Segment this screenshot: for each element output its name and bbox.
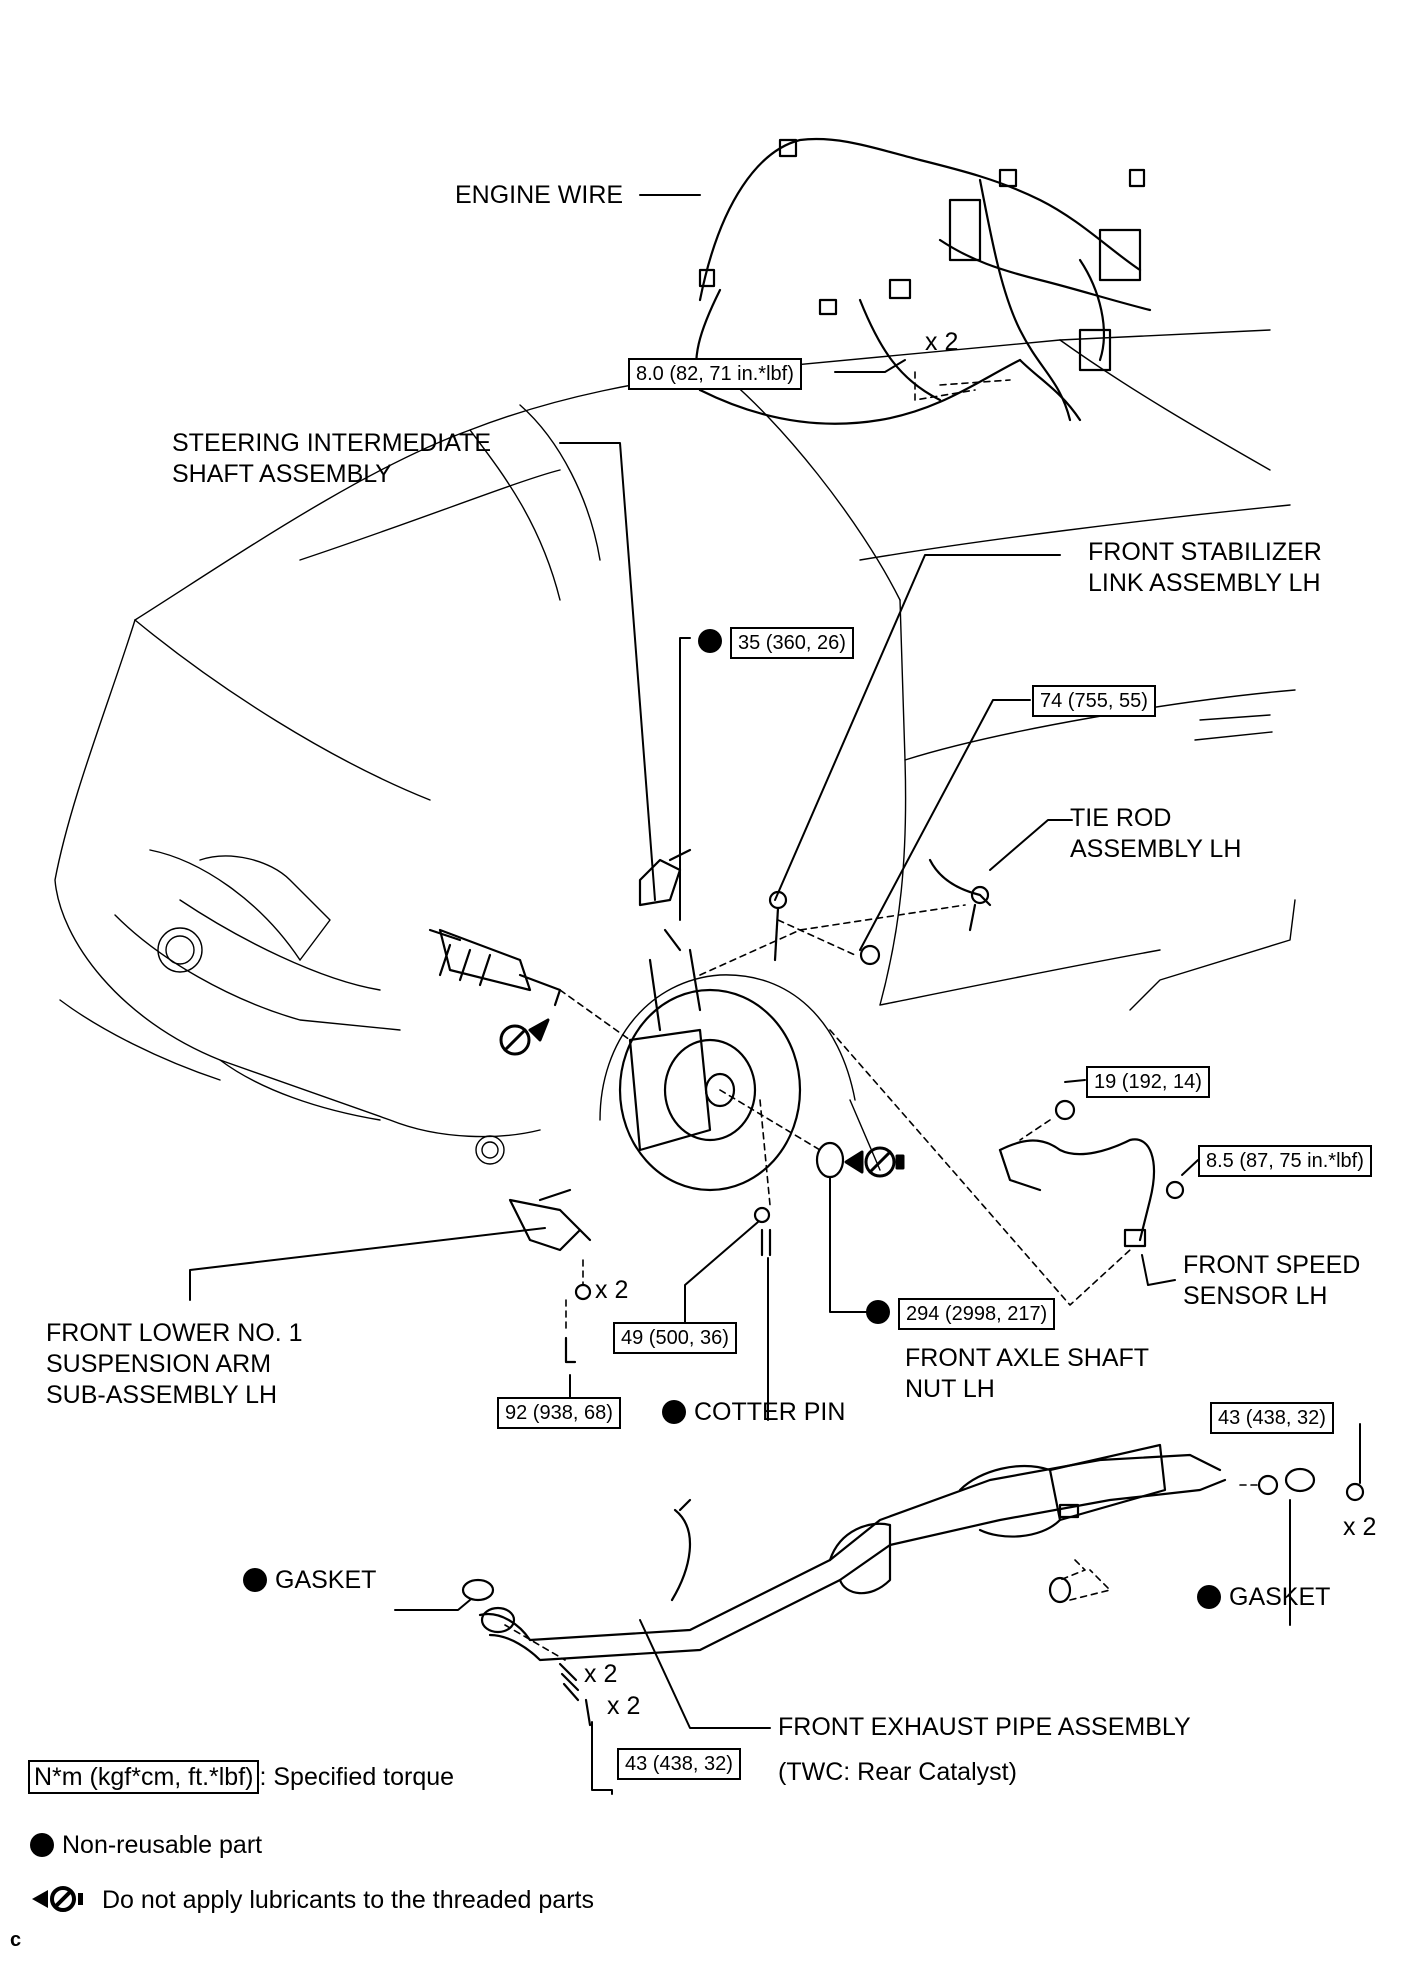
- legend-torque-box: N*m (kgf*cm, ft.*lbf): [28, 1760, 260, 1794]
- non-reusable-icon: [662, 1400, 686, 1424]
- label-front-exhaust-pipe: FRONT EXHAUST PIPE ASSEMBLY: [778, 1713, 1191, 1741]
- no-lubricant-icon: [844, 1146, 905, 1178]
- qty-exhaust-spring: x 2: [584, 1660, 618, 1688]
- engine-wire-harness: [694, 137, 1152, 425]
- label-gasket-right: GASKET: [1197, 1582, 1330, 1613]
- label-front-axle-nut: FRONT AXLE SHAFT NUT LH: [905, 1344, 1150, 1403]
- torque-engine-wire-bolt: 8.0 (82, 71 in.*lbf): [628, 358, 802, 390]
- label-tie-rod: TIE ROD ASSEMBLY LH: [1070, 804, 1242, 863]
- torque-axle-nut-group: 294 (2998, 217): [866, 1297, 1056, 1330]
- legend-non-reusable: Non-reusable part: [30, 1830, 262, 1861]
- torque-steering-shaft-group: 35 (360, 26): [698, 626, 854, 659]
- legend-non-reusable-text: Non-reusable part: [62, 1831, 263, 1859]
- dashed-guides: [504, 371, 1261, 1661]
- tie-rod-part: [928, 858, 992, 932]
- label-engine-wire: ENGINE WIRE: [455, 181, 624, 209]
- label-front-speed-sensor: FRONT SPEED SENSOR LH: [1183, 1251, 1361, 1310]
- label-gasket-left: GASKET: [243, 1565, 376, 1596]
- legend-no-lubricant-text: Do not apply lubricants to the threaded …: [102, 1886, 594, 1914]
- torque-axle-nut: 294 (2998, 217): [898, 1298, 1056, 1330]
- torque-tie-rod-nut: 74 (755, 55): [1032, 685, 1156, 717]
- qty-engine-wire-bolt: x 2: [925, 328, 959, 356]
- torque-ball-joint-nut: 49 (500, 36): [613, 1322, 737, 1354]
- label-cotter-pin: COTTER PIN: [662, 1397, 845, 1428]
- legend-no-lubricant: Do not apply lubricants to the threaded …: [28, 1884, 594, 1916]
- torque-steering-shaft-bolt: 35 (360, 26): [730, 627, 854, 659]
- speed-sensor-part: [998, 1099, 1185, 1248]
- brake-rotor-assembly: [618, 928, 802, 1192]
- non-reusable-icon: [243, 1568, 267, 1592]
- non-reusable-icon: [1197, 1585, 1221, 1609]
- qty-exhaust-bolt: x 2: [607, 1692, 641, 1720]
- stabilizer-link-part: [768, 890, 881, 966]
- label-stabilizer-link: FRONT STABILIZER LINK ASSEMBLY LH: [1088, 538, 1322, 597]
- non-reusable-icon: [866, 1300, 890, 1324]
- non-reusable-icon: [698, 629, 722, 653]
- qty-exhaust-rear-nut: x 2: [1343, 1513, 1377, 1541]
- torque-exhaust-front-bolt: 43 (438, 32): [617, 1748, 741, 1780]
- lower-arm-part: [508, 1188, 592, 1364]
- leader-lines: [189, 194, 1361, 1795]
- gasket-text: GASKET: [275, 1566, 377, 1594]
- label-twc-note: (TWC: Rear Catalyst): [778, 1758, 1017, 1786]
- no-lubricant-icon: [499, 1018, 550, 1056]
- torque-exhaust-rear-nut: 43 (438, 32): [1210, 1402, 1334, 1434]
- cotter-pin-text: COTTER PIN: [694, 1398, 846, 1426]
- legend-torque-desc: : Specified torque: [259, 1763, 455, 1791]
- legend-torque: N*m (kgf*cm, ft.*lbf): Specified torque: [28, 1760, 454, 1794]
- label-front-lower-arm: FRONT LOWER NO. 1 SUSPENSION ARM SUB-ASS…: [46, 1319, 303, 1409]
- label-steering-shaft: STEERING INTERMEDIATE SHAFT ASSEMBLY: [172, 429, 492, 488]
- torque-lower-arm-bolt: 92 (938, 68): [497, 1397, 621, 1429]
- drive-shaft: [428, 928, 562, 1007]
- qty-lower-arm-nut: x 2: [595, 1276, 629, 1304]
- corner-code: c: [10, 1929, 22, 1951]
- non-reusable-icon: [30, 1833, 54, 1857]
- torque-speed-sensor-bracket: 19 (192, 14): [1086, 1066, 1210, 1098]
- no-lubricant-icon: [32, 1886, 83, 1912]
- gasket-text: GASKET: [1229, 1583, 1331, 1611]
- exhaust-pipe-part: [461, 1443, 1365, 1727]
- steering-joint: [638, 848, 692, 907]
- torque-speed-sensor-bolt: 8.5 (87, 75 in.*lbf): [1198, 1145, 1372, 1177]
- car-body-outline: [54, 329, 1296, 1171]
